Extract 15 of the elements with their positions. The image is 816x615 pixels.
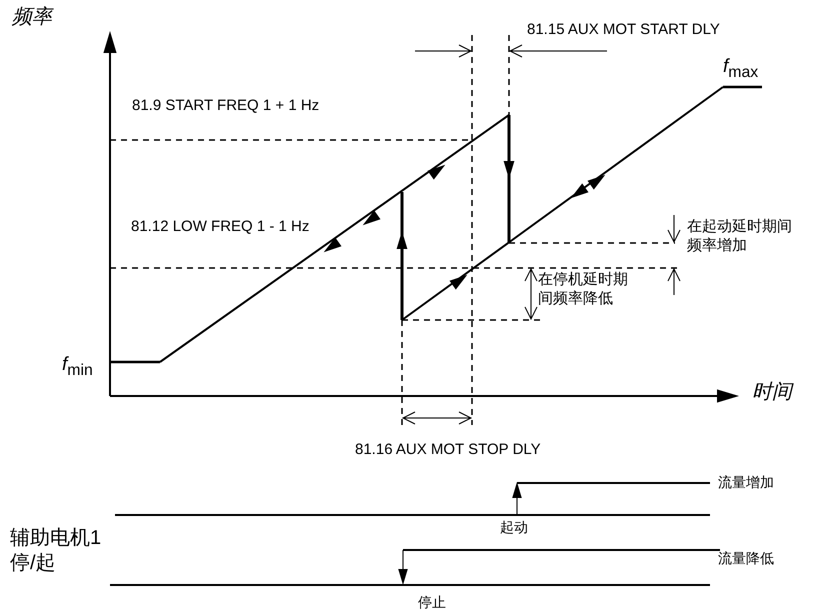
event-label: 停止 bbox=[418, 594, 446, 611]
signal-label: 辅助电机1停/起 bbox=[10, 526, 102, 576]
signal-label: 流量增加 bbox=[718, 474, 774, 491]
parameter-label: 81.12 LOW FREQ 1 - 1 Hz bbox=[131, 218, 310, 236]
parameter-label: 81.9 START FREQ 1 + 1 Hz bbox=[132, 97, 320, 115]
axis-value-label: f$_{max}$ bbox=[723, 56, 758, 83]
axis-label: 时间 bbox=[752, 379, 792, 403]
annotation-text: 在起动延时期间频率增加 bbox=[687, 218, 793, 256]
parameter-label: 81.16 AUX MOT STOP DLY bbox=[355, 441, 541, 459]
event-label: 起动 bbox=[500, 519, 528, 536]
annotation-text: 在停机延时期间频率降低 bbox=[538, 271, 629, 308]
parameter-label: 81.15 AUX MOT START DLY bbox=[527, 21, 720, 39]
axis-value-label: f$_{min}$ bbox=[62, 354, 93, 381]
axis-label: 频率 bbox=[12, 4, 52, 28]
signal-label: 流量降低 bbox=[718, 550, 774, 567]
